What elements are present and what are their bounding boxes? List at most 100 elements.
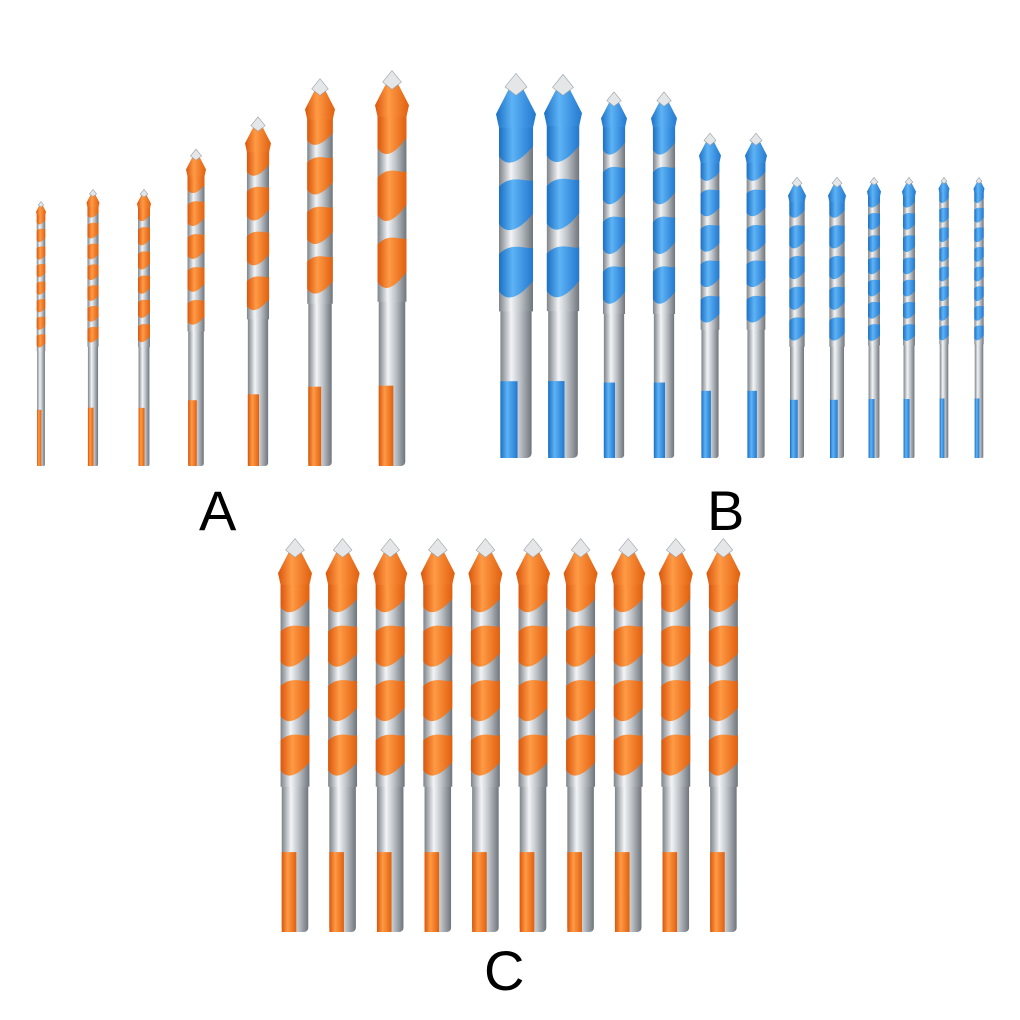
- bit-flute-accent: [470, 680, 500, 722]
- bit-head: [516, 540, 550, 585]
- bit-head: [601, 93, 627, 128]
- bit-flute-accent: [939, 207, 949, 223]
- bit-head: [36, 202, 46, 216]
- bit-flute-accent: [939, 305, 949, 321]
- bit-carbide-tip: [904, 176, 914, 186]
- set-c-bit-3: [373, 538, 408, 932]
- bit-flute-accent: [375, 625, 405, 667]
- set-a-bit-7: [375, 70, 409, 467]
- bit-flute-accent: [36, 228, 46, 243]
- bit-carbide-tip: [552, 73, 574, 96]
- bit-flute-accent: [789, 317, 805, 341]
- bit-flute-accent: [789, 286, 805, 310]
- bit-flute-accent: [328, 680, 358, 722]
- set-b-bit-6: [745, 132, 767, 458]
- bit-flute-accent: [307, 157, 333, 195]
- bit-flute-accent: [307, 256, 333, 294]
- bit-head: [278, 540, 312, 585]
- set-c-label: C: [484, 939, 525, 1002]
- bit-flute-accent: [939, 286, 949, 302]
- bit-carbide-tip: [831, 176, 843, 188]
- bit-flute-accent: [661, 625, 691, 667]
- bit-flute-accent: [903, 324, 915, 341]
- bit-head: [245, 118, 271, 153]
- bit-shank-band: [281, 852, 297, 932]
- bit-flute-accent: [138, 227, 150, 246]
- bit-flute-accent: [138, 251, 150, 270]
- bit-carbide-tip: [475, 538, 496, 558]
- bit-head: [186, 150, 206, 177]
- bit-shank-band: [308, 386, 322, 466]
- set-c-bit-10: [706, 538, 741, 932]
- bit-flute-accent: [377, 237, 407, 288]
- set-c-bit-8: [611, 538, 646, 932]
- bit-flute-accent: [868, 213, 880, 230]
- bit-body: [652, 115, 676, 314]
- bit-flute-accent: [187, 201, 205, 227]
- set-a-bit-5: [245, 116, 271, 466]
- bit-shank-band: [567, 852, 582, 932]
- bit-flute-accent: [829, 286, 845, 310]
- bit-shank-band: [868, 399, 875, 458]
- set-b-bit-2: [544, 73, 582, 459]
- set-b-bit-10: [902, 176, 916, 458]
- bit-flute-accent: [700, 260, 720, 288]
- bit-head: [325, 540, 360, 585]
- bit-head: [420, 540, 455, 585]
- bit-flute-accent: [708, 625, 738, 667]
- bit-head: [651, 93, 677, 128]
- bit-carbide-tip: [380, 538, 400, 558]
- bit-head: [828, 178, 846, 202]
- bit-flute-accent: [602, 166, 626, 205]
- set-b-bit-4: [651, 91, 677, 458]
- bit-flute-accent: [328, 734, 358, 776]
- bit-carbide-tip: [606, 91, 622, 107]
- bit-flute-accent: [903, 279, 915, 297]
- bit-flute-accent: [868, 301, 880, 319]
- bit-shank-band: [653, 382, 666, 458]
- set-b-bit-3: [601, 91, 627, 458]
- bit-head: [137, 190, 151, 209]
- bit-flute-accent: [518, 680, 548, 722]
- bit-flute-accent: [661, 680, 691, 722]
- bit-flute-accent: [566, 625, 596, 667]
- set-c-bit-7: [563, 538, 598, 932]
- bit-head: [745, 134, 767, 163]
- bit-flute-accent: [36, 246, 46, 260]
- bit-flute-accent: [613, 680, 643, 722]
- bit-flute-accent: [974, 227, 984, 243]
- bit-shank-band: [829, 399, 838, 458]
- bit-head: [544, 76, 582, 127]
- bit-flute-accent: [746, 295, 766, 323]
- set-a-label: A: [199, 479, 237, 542]
- bit-head: [373, 540, 408, 585]
- bit-flute-accent: [280, 625, 310, 667]
- bit-flute-accent: [423, 625, 453, 667]
- bit-flute-accent: [36, 299, 46, 313]
- bit-flute-accent: [36, 334, 46, 348]
- set-c-bit-1: [278, 538, 312, 932]
- set-a-bit-6: [305, 78, 335, 466]
- bit-flute-accent: [868, 324, 880, 341]
- bit-head: [611, 540, 646, 585]
- bit-flute-accent: [602, 216, 626, 255]
- bit-carbide-tip: [523, 538, 543, 558]
- bit-flute-accent: [700, 225, 720, 252]
- set-c-bit-4: [420, 538, 455, 932]
- set-b-bit-9: [867, 176, 881, 458]
- bit-head: [468, 540, 503, 585]
- bit-flute-accent: [829, 225, 845, 249]
- bit-shank-band: [701, 390, 711, 458]
- drill-set-a: [36, 70, 409, 467]
- bit-flute-accent: [518, 625, 548, 667]
- bit-flute-accent: [708, 734, 738, 776]
- bit-carbide-tip: [869, 176, 879, 186]
- bit-shank-band: [329, 852, 344, 932]
- bit-shank-band: [662, 852, 678, 932]
- bit-shank-band: [500, 381, 518, 458]
- bit-flute-accent: [87, 222, 99, 239]
- bit-flute-accent: [546, 246, 580, 298]
- set-a-bit-2: [86, 188, 100, 467]
- set-a-bit-4: [186, 148, 206, 466]
